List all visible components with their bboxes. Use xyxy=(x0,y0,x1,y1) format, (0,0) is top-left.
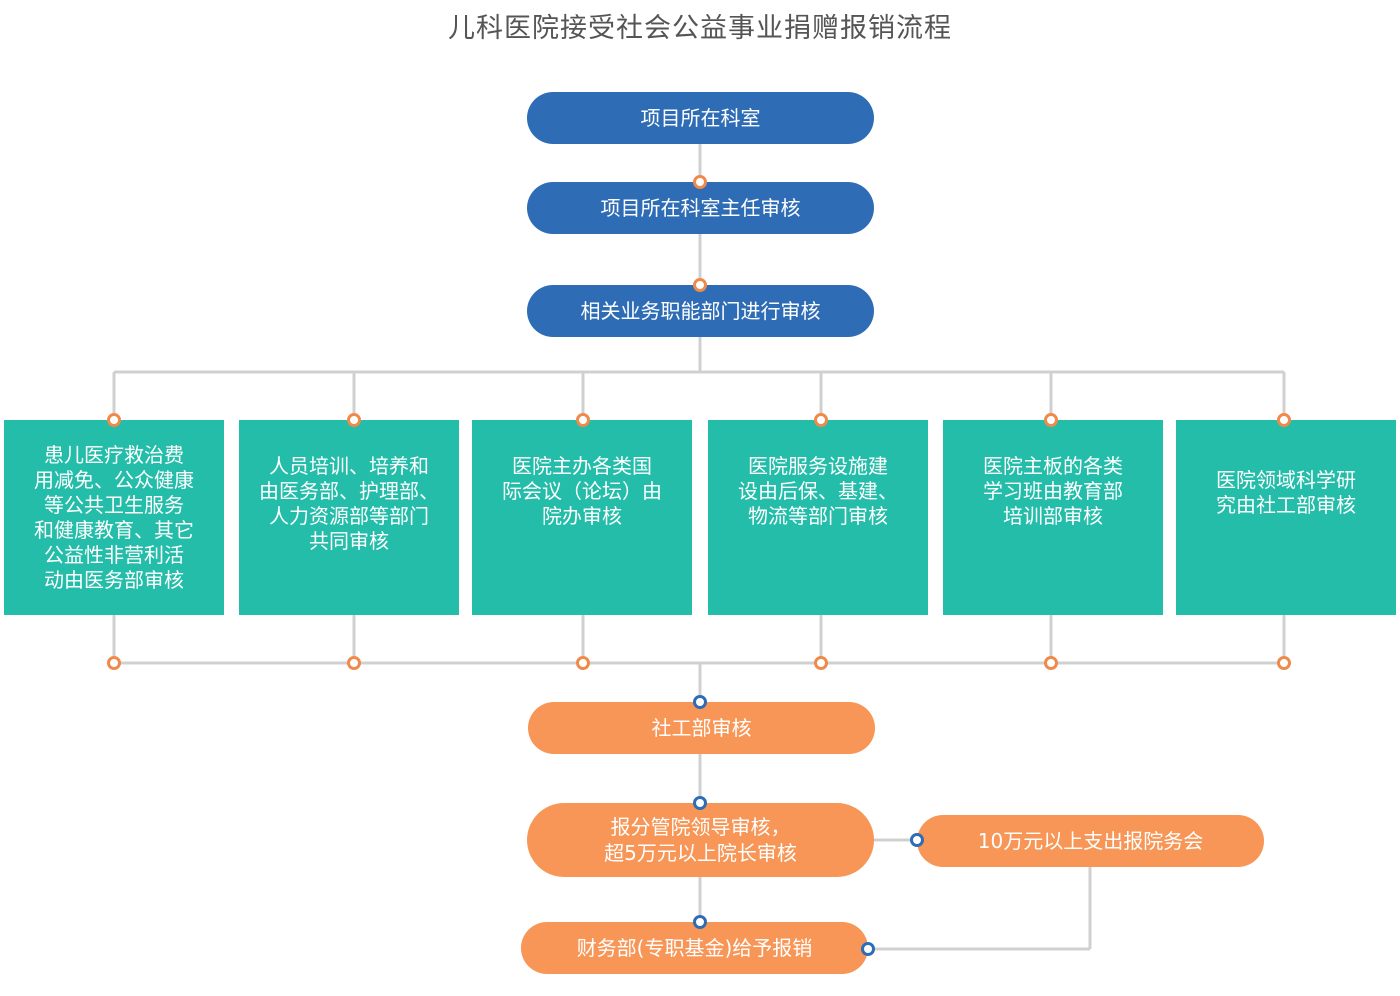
diagram-title: 儿科医院接受社会公益事业捐赠报销流程 xyxy=(448,13,952,44)
step-social-work-review: 社工部审核 xyxy=(528,702,875,754)
connector-dot xyxy=(861,942,875,956)
step-finance-reimbursement: 财务部(专职基金)给予报销 xyxy=(521,922,868,974)
dept-box-line: 共同审核 xyxy=(309,529,389,553)
connector-dot xyxy=(693,695,707,709)
connector-dot xyxy=(1044,656,1058,670)
connector-dot xyxy=(1044,413,1058,427)
connector-dot xyxy=(347,656,361,670)
dept-box-line: 医院服务设施建 xyxy=(748,454,888,478)
step-department-director-review: 项目所在科室主任审核 xyxy=(527,182,874,234)
dept-box-line: 患儿医疗救治费 xyxy=(44,442,184,467)
connector-dot xyxy=(693,175,707,189)
dept-box-line: 培训部审核 xyxy=(1003,504,1103,528)
step-functional-department-review: 相关业务职能部门进行审核 xyxy=(527,285,874,337)
dept-box-line: 设由后保、基建、 xyxy=(738,479,898,503)
dept-box-line: 和健康教育、其它 xyxy=(34,517,194,542)
connector-dot xyxy=(347,413,361,427)
connector-dot xyxy=(576,413,590,427)
dept-box-training: 人员培训、培养和 由医务部、护理部、 人力资源部等部门 共同审核 xyxy=(239,420,459,615)
dept-box-line: 物流等部门审核 xyxy=(748,504,888,528)
dept-box-line: 际会议（论坛）由 xyxy=(502,479,662,503)
step-project-department: 项目所在科室 xyxy=(527,92,874,144)
connector-dot xyxy=(693,796,707,810)
connector-dot xyxy=(814,656,828,670)
leader-review-line: 报分管院领导审核， xyxy=(610,815,791,839)
dept-box-line: 人员培训、培养和 xyxy=(269,454,429,478)
connector-dot xyxy=(576,656,590,670)
connector-dot xyxy=(814,413,828,427)
dept-box-line: 由医务部、护理部、 xyxy=(259,479,439,503)
connector-dot xyxy=(107,413,121,427)
dept-box-research: 医院领域科学研 究由社工部审核 xyxy=(1176,420,1396,615)
dept-box-line: 医院主办各类国 xyxy=(512,454,652,478)
dept-box-conference: 医院主办各类国 际会议（论坛）由 院办审核 xyxy=(472,420,692,615)
connector-dot xyxy=(107,656,121,670)
connector-dot xyxy=(693,278,707,292)
dept-box-line: 学习班由教育部 xyxy=(983,479,1123,503)
step-leader-review: 报分管院领导审核， 超5万元以上院长审核 xyxy=(527,803,874,877)
connector-dot xyxy=(1277,413,1291,427)
leader-review-line: 超5万元以上院长审核 xyxy=(604,841,797,865)
dept-box-line: 究由社工部审核 xyxy=(1216,493,1356,517)
dept-box-line: 医院领域科学研 xyxy=(1216,468,1356,492)
connector-dot xyxy=(693,915,707,929)
dept-box-education: 医院主板的各类 学习班由教育部 培训部审核 xyxy=(943,420,1163,615)
step-council-approval: 10万元以上支出报院务会 xyxy=(917,815,1264,867)
dept-box-line: 医院主板的各类 xyxy=(983,454,1123,478)
dept-box-line: 动由医务部审核 xyxy=(44,567,184,592)
dept-box-medical: 患儿医疗救治费 用减免、公众健康 等公共卫生服务 和健康教育、其它 公益性非营利… xyxy=(4,420,224,615)
dept-box-line: 院办审核 xyxy=(542,504,622,528)
dept-box-line: 等公共卫生服务 xyxy=(44,492,184,517)
connector-dot xyxy=(1277,656,1291,670)
connector-dot xyxy=(910,833,924,847)
dept-box-line: 公益性非营利活 xyxy=(44,542,184,567)
dept-box-facilities: 医院服务设施建 设由后保、基建、 物流等部门审核 xyxy=(708,420,928,615)
dept-box-line: 用减免、公众健康 xyxy=(34,467,194,492)
dept-box-line: 人力资源部等部门 xyxy=(269,504,429,528)
